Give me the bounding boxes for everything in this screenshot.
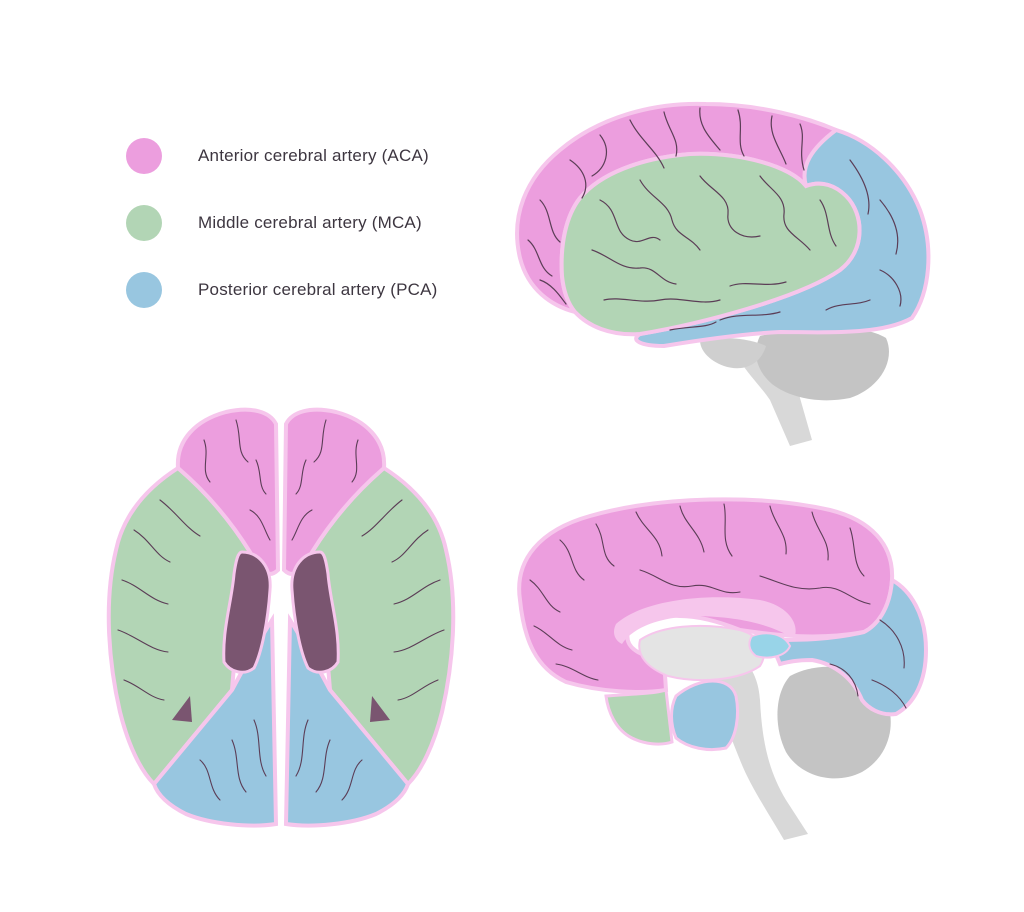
sagittal-sulci xyxy=(529,503,907,709)
axial-ventricle-left xyxy=(222,550,272,674)
aca-swatch-icon xyxy=(126,138,162,174)
axial-ventricle-right xyxy=(290,550,340,674)
legend-item-pca: Posterior cerebral artery (PCA) xyxy=(126,272,486,308)
sagittal-pca-thalamic-branch xyxy=(748,632,792,659)
lateral-view xyxy=(515,101,931,446)
legend-item-aca: Anterior cerebral artery (ACA) xyxy=(126,138,486,174)
legend-label-pca: Posterior cerebral artery (PCA) xyxy=(198,280,438,299)
sagittal-mca-territory xyxy=(604,688,674,746)
lateral-sulci xyxy=(527,107,902,331)
axial-sulci xyxy=(117,419,445,801)
lateral-mca-territory xyxy=(559,151,862,337)
axial-posterior-horn-right xyxy=(370,696,390,722)
axial-aca-left xyxy=(175,407,281,576)
pca-swatch-icon xyxy=(126,272,162,308)
midsagittal-view xyxy=(517,497,929,840)
sagittal-pca-territory xyxy=(767,576,929,717)
lateral-cerebellum xyxy=(756,327,889,401)
sagittal-corpus-callosum xyxy=(614,597,796,644)
lateral-pons xyxy=(700,338,766,369)
legend-label-mca: Middle cerebral artery (MCA) xyxy=(198,213,422,232)
sagittal-brainstem xyxy=(716,650,808,840)
legend: Anterior cerebral artery (ACA) Middle ce… xyxy=(126,138,486,339)
mca-swatch-icon xyxy=(126,205,162,241)
sagittal-pca-occipital xyxy=(670,679,740,752)
sagittal-thalamus xyxy=(638,624,765,682)
axial-view xyxy=(106,407,456,828)
axial-posterior-horn-left xyxy=(172,696,192,722)
sagittal-aca-territory xyxy=(517,497,895,694)
legend-label-aca: Anterior cerebral artery (ACA) xyxy=(198,146,429,165)
axial-aca-right xyxy=(281,407,387,576)
legend-item-mca: Middle cerebral artery (MCA) xyxy=(126,205,486,241)
